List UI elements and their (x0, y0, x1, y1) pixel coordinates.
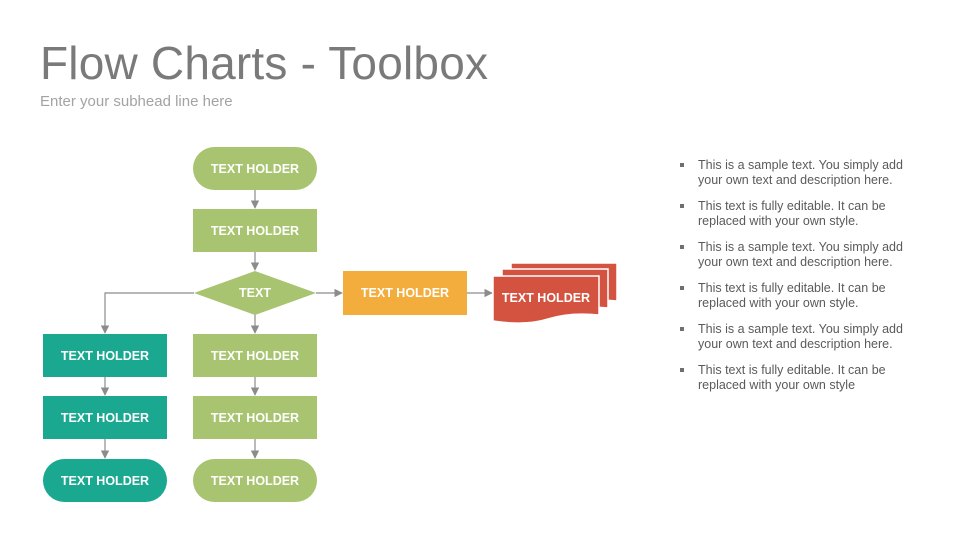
multi-document-shape: TEXT HOLDER (492, 262, 618, 324)
bullet-text: This text is fully editable. It can be r… (698, 281, 886, 310)
center-process-box-3: TEXT HOLDER (193, 396, 317, 439)
bullet-text: This text is fully editable. It can be r… (698, 199, 886, 228)
right-process-box: TEXT HOLDER (343, 271, 467, 315)
bullet-item: This is a sample text. You simply add yo… (680, 240, 910, 269)
left-process-box-1-label: TEXT HOLDER (61, 349, 149, 363)
bullet-item: This text is fully editable. It can be r… (680, 281, 910, 310)
decision-diamond-label: TEXT (239, 286, 271, 300)
center-process-box-2-label: TEXT HOLDER (211, 349, 299, 363)
left-process-box-2: TEXT HOLDER (43, 396, 167, 439)
center-end-terminator-label: TEXT HOLDER (211, 474, 299, 488)
bullet-item: This text is fully editable. It can be r… (680, 363, 910, 392)
bullet-item: This text is fully editable. It can be r… (680, 199, 910, 228)
left-process-box-2-label: TEXT HOLDER (61, 411, 149, 425)
process-box-1: TEXT HOLDER (193, 209, 317, 252)
right-process-box-label: TEXT HOLDER (361, 286, 449, 300)
bullet-square-icon (680, 163, 684, 167)
bullet-text: This is a sample text. You simply add yo… (698, 158, 903, 187)
left-process-box-1: TEXT HOLDER (43, 334, 167, 377)
bullet-text: This is a sample text. You simply add yo… (698, 240, 903, 269)
process-box-1-label: TEXT HOLDER (211, 224, 299, 238)
bullet-item: This is a sample text. You simply add yo… (680, 158, 910, 187)
bullet-square-icon (680, 368, 684, 372)
decision-diamond: TEXT (194, 271, 316, 315)
center-process-box-3-label: TEXT HOLDER (211, 411, 299, 425)
left-end-terminator: TEXT HOLDER (43, 459, 167, 502)
start-terminator: TEXT HOLDER (193, 147, 317, 190)
connectors (100, 190, 493, 459)
center-end-terminator: TEXT HOLDER (193, 459, 317, 502)
multi-document-label: TEXT HOLDER (502, 291, 590, 305)
bullet-text: This is a sample text. You simply add yo… (698, 322, 903, 351)
bullet-square-icon (680, 204, 684, 208)
bullet-square-icon (680, 286, 684, 290)
description-bullet-list: This is a sample text. You simply add yo… (680, 158, 910, 404)
bullet-square-icon (680, 245, 684, 249)
connector-decision-to-left-process (100, 292, 194, 334)
bullet-item: This is a sample text. You simply add yo… (680, 322, 910, 351)
page-subtitle: Enter your subhead line here (40, 93, 233, 110)
center-process-box-2: TEXT HOLDER (193, 334, 317, 377)
left-end-terminator-label: TEXT HOLDER (61, 474, 149, 488)
start-terminator-label: TEXT HOLDER (211, 162, 299, 176)
page-title: Flow Charts - Toolbox (40, 37, 489, 89)
bullet-text: This text is fully editable. It can be r… (698, 363, 886, 392)
bullet-square-icon (680, 327, 684, 331)
